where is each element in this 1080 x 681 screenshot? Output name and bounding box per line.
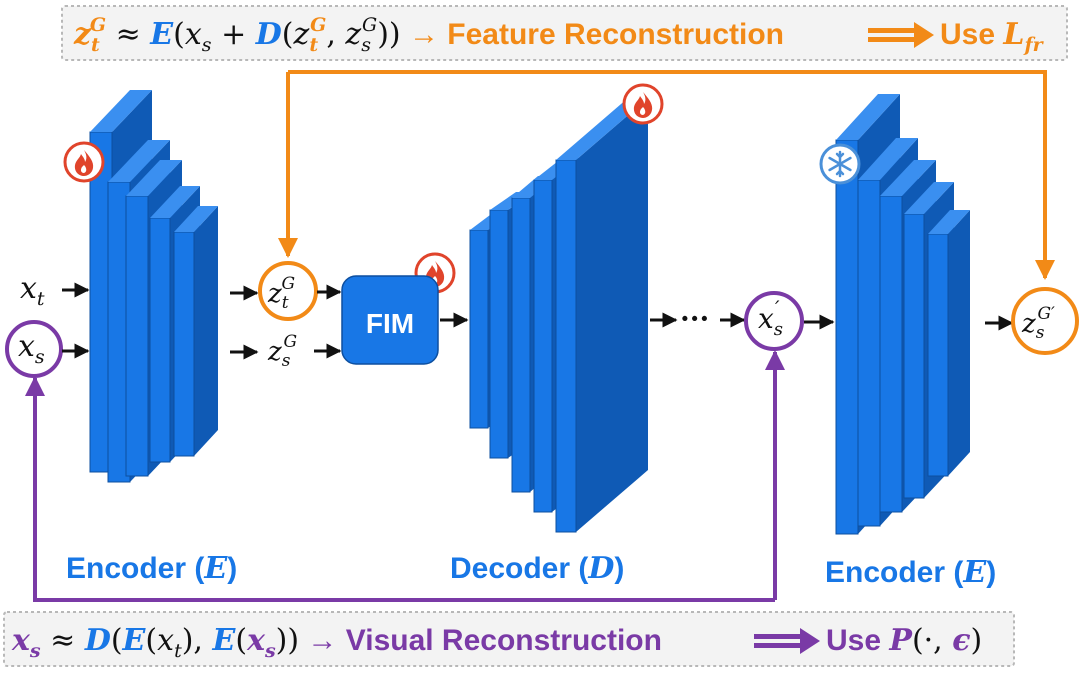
top-banner-box xyxy=(61,5,1068,61)
latent-xs-prime: xs′ xyxy=(744,291,804,351)
feature-reconstruction-banner: ztG ≈ E(xs + D(ztG, zsG)) → Feature Reco… xyxy=(61,5,1068,61)
decoder-block xyxy=(469,98,648,533)
flame-icon xyxy=(63,141,105,183)
latent-zs: zsG xyxy=(267,332,297,371)
bottom-banner-box xyxy=(3,611,1015,667)
visual-reconstruction-banner: xs ≈ D(E(xt), E(xs)) → Visual Reconstruc… xyxy=(3,611,1015,667)
encoder-1-label: Encoder (E) xyxy=(66,551,237,586)
encoder-1-block xyxy=(89,90,218,483)
svg-text:xs′: xs′ xyxy=(758,296,783,340)
visual-reconstruction-path xyxy=(25,350,785,602)
bottom-implies-arrow xyxy=(754,628,820,654)
top-formula: ztG ≈ E(xs + D(ztG, zsG)) → Feature Reco… xyxy=(73,14,784,56)
svg-text:ztG: ztG xyxy=(267,274,295,313)
encoder-1-layer-5 xyxy=(173,206,218,457)
bottom-use-prior: Use P(·, ϵ) xyxy=(826,623,982,658)
svg-text:zsG: zsG xyxy=(267,332,297,371)
latent-zs-prime: zsG′ xyxy=(1011,287,1079,355)
fim-label: FIM xyxy=(366,308,414,339)
input-xt: xt xyxy=(20,271,90,310)
latent-zt: ztG xyxy=(258,261,318,321)
decoder-layer-5 xyxy=(555,98,648,533)
input-xs: xs xyxy=(5,320,90,378)
top-use-loss: Use Lfr xyxy=(940,17,1045,56)
snowflake-icon xyxy=(819,143,861,185)
feature-reconstruction-path xyxy=(278,70,1055,280)
flame-icon xyxy=(622,83,664,125)
svg-text:zsG′: zsG′ xyxy=(1021,304,1055,343)
encoder-2-block xyxy=(835,94,970,535)
svg-text:xs: xs xyxy=(18,329,45,368)
encoder-2-layer-5 xyxy=(927,210,970,477)
fim-module: FIM xyxy=(341,275,439,365)
ellipsis: ··· xyxy=(680,302,709,335)
encoder-2-label: Encoder (E) xyxy=(825,555,996,590)
svg-text:xt: xt xyxy=(20,271,45,310)
decoder-label: Decoder (D) xyxy=(450,551,624,586)
bottom-formula: xs ≈ D(E(xt), E(xs)) → Visual Reconstruc… xyxy=(11,623,662,662)
top-implies-arrow xyxy=(868,22,934,48)
